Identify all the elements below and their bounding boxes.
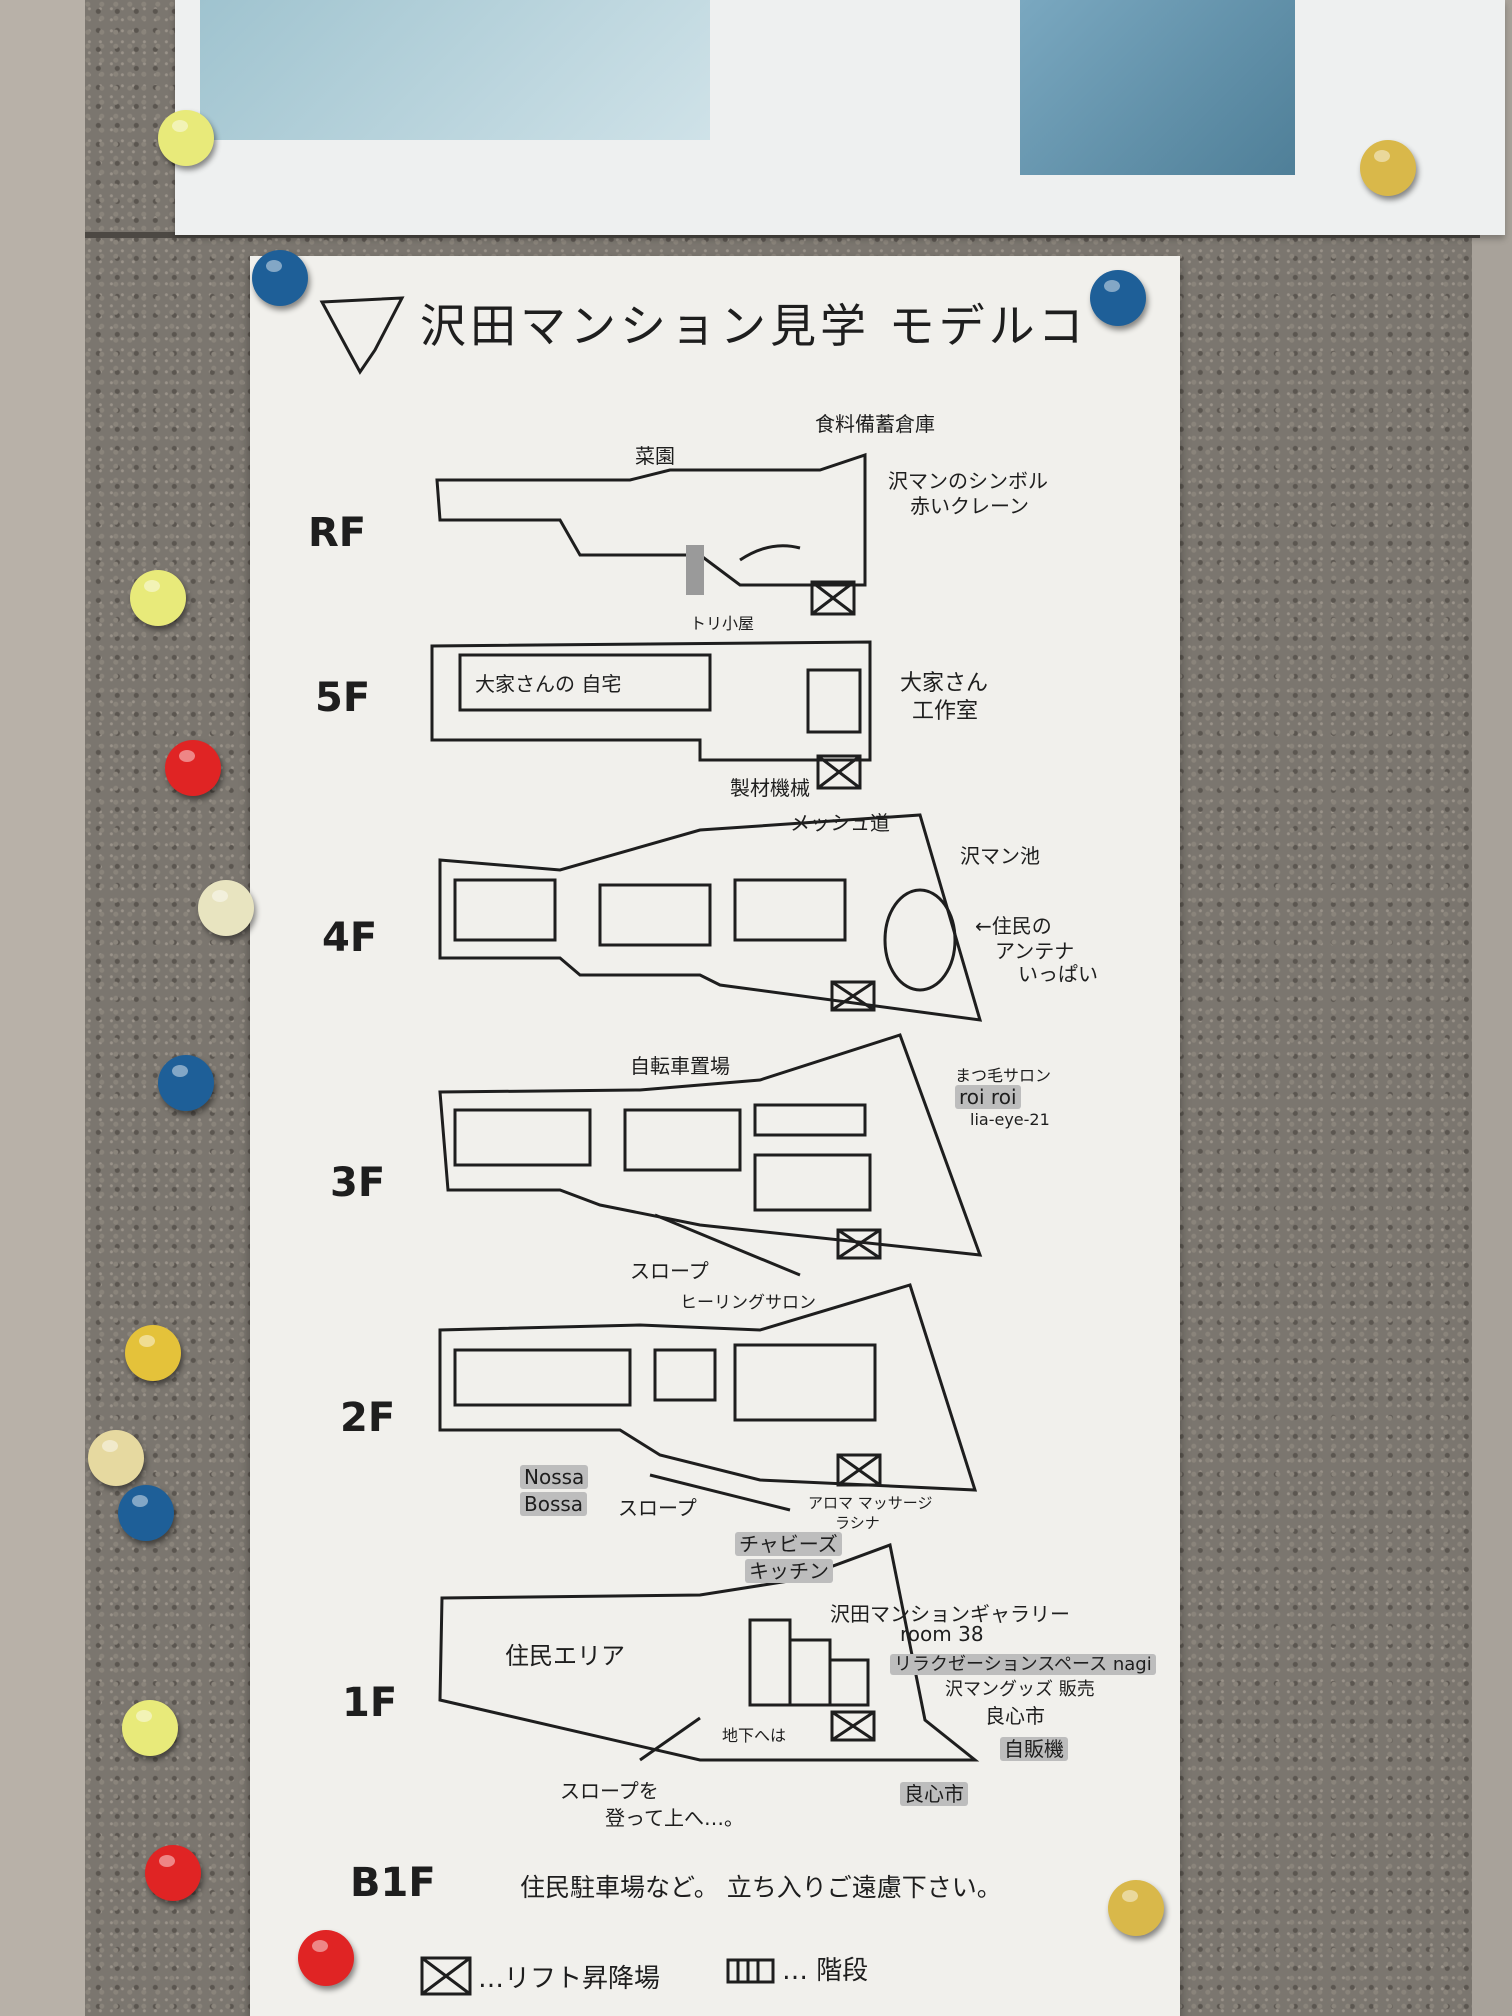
wall-left <box>0 0 95 2016</box>
f1-basement: 地下へは <box>722 1726 787 1745</box>
f1-market-2: 良心市 <box>900 1778 968 1807</box>
f2-plan <box>438 1283 978 1492</box>
pin-yellow <box>130 570 186 626</box>
rf-crane-1: 沢マンのシンボル <box>888 469 1048 493</box>
legend-stairs: … 階段 <box>782 1956 869 1986</box>
pin-blue <box>158 1055 214 1111</box>
floor-label-1f: 1F <box>342 1680 398 1726</box>
pin-cream <box>88 1430 144 1486</box>
pin-red <box>165 740 221 796</box>
f5-workshop-1: 大家さん <box>900 671 989 696</box>
pin-gold <box>125 1325 181 1381</box>
f4-antenna-2: アンテナ <box>995 939 1075 963</box>
rf-hut: トリ小屋 <box>690 614 755 633</box>
f3-slope: スロープ <box>630 1259 709 1283</box>
f1-slope-2: 登って上へ…。 <box>605 1806 744 1830</box>
rf-storage: 食料備蓄倉庫 <box>815 412 935 436</box>
pin-gold <box>1108 1880 1164 1936</box>
f4-plan <box>438 813 983 1022</box>
f5-sawmill: 製材機械 <box>730 776 810 800</box>
rf-plan <box>435 452 867 587</box>
f1-gallery-1: 沢田マンションギャラリー <box>830 1602 1070 1626</box>
floor-label-5f: 5F <box>315 675 371 721</box>
pin-blue <box>252 250 308 306</box>
f4-antenna-1: ←住民の <box>975 914 1052 938</box>
f5-lift <box>816 754 862 790</box>
f3-plan <box>438 1033 983 1257</box>
floor-label-rf: RF <box>308 510 367 556</box>
f1-gallery-2: room 38 <box>900 1622 984 1646</box>
poster-title: 沢田マンション見学 モデルコ <box>420 299 1088 353</box>
floor-label-3f: 3F <box>330 1160 386 1206</box>
f5-home <box>458 653 712 712</box>
f2-healing: ヒーリングサロン <box>680 1293 816 1313</box>
pin-yellow <box>122 1700 178 1756</box>
f2-slope: スロープ <box>618 1496 697 1520</box>
f5-workshop-2: 工作室 <box>912 699 979 724</box>
f5-home-label: 大家さんの 自宅 <box>475 672 622 696</box>
f1-vending: 自販機 <box>1000 1733 1068 1762</box>
f1-plan <box>438 1542 980 1762</box>
f4-antenna-3: いっぱい <box>1018 962 1098 986</box>
f1-market: 良心市 <box>985 1704 1045 1728</box>
rf-garden: 菜園 <box>635 444 675 468</box>
f3-salon-3: lia-eye-21 <box>970 1110 1050 1129</box>
pin-red <box>145 1845 201 1901</box>
pin-gold <box>1360 140 1416 196</box>
f4-mesh: メッシュ道 <box>790 811 890 835</box>
f1-residents: 住民エリア <box>505 1642 625 1670</box>
f3-bike: 自転車置場 <box>630 1054 730 1078</box>
f2-aroma-2: ラシナ <box>835 1514 880 1532</box>
wall-right <box>1472 0 1512 2016</box>
f5-plan <box>430 640 872 762</box>
f1-relax: リラクゼーションスペース nagi <box>890 1650 1156 1676</box>
rf-lift <box>810 580 856 616</box>
pin-cream <box>198 880 254 936</box>
rf-crane-2: 赤いクレーン <box>910 494 1029 518</box>
pin-yellow <box>158 110 214 166</box>
f2-nossa-1: Nossa <box>520 1465 589 1489</box>
f4-pond: 沢マン池 <box>960 844 1040 868</box>
floor-guide-poster <box>250 256 1180 2016</box>
f2-nossa-2: Bossa <box>520 1492 588 1516</box>
pin-red <box>298 1930 354 1986</box>
rf-curve <box>739 544 801 562</box>
floor-label-4f: 4F <box>322 915 378 961</box>
pin-blue <box>118 1485 174 1541</box>
top-photo-right <box>1020 0 1295 175</box>
f3-salon-2: roi roi <box>955 1085 1021 1109</box>
f5-workshop <box>806 668 862 734</box>
logo-shape <box>319 296 405 375</box>
top-photo-left <box>200 0 710 140</box>
b1f-note: 住民駐車場など。 立ち入りご遠慮下さい。 <box>520 1873 1002 1902</box>
floor-label-b1f: B1F <box>350 1860 436 1906</box>
f2-aroma-1: アロマ マッサージ <box>808 1494 933 1512</box>
floor-label-2f: 2F <box>340 1395 396 1441</box>
f1-kitchen-2: キッチン <box>745 1555 833 1584</box>
f1-kitchen-1: チャビーズ <box>735 1528 842 1557</box>
f3-salon-1: まつ毛サロン <box>955 1066 1052 1085</box>
legend-lift: …リフト昇降場 <box>478 1964 661 1994</box>
f1-goods: 沢マングッズ 販売 <box>945 1679 1095 1700</box>
pin-blue <box>1090 270 1146 326</box>
board-seam <box>85 232 1480 238</box>
f1-slope-1: スロープを <box>560 1779 659 1803</box>
